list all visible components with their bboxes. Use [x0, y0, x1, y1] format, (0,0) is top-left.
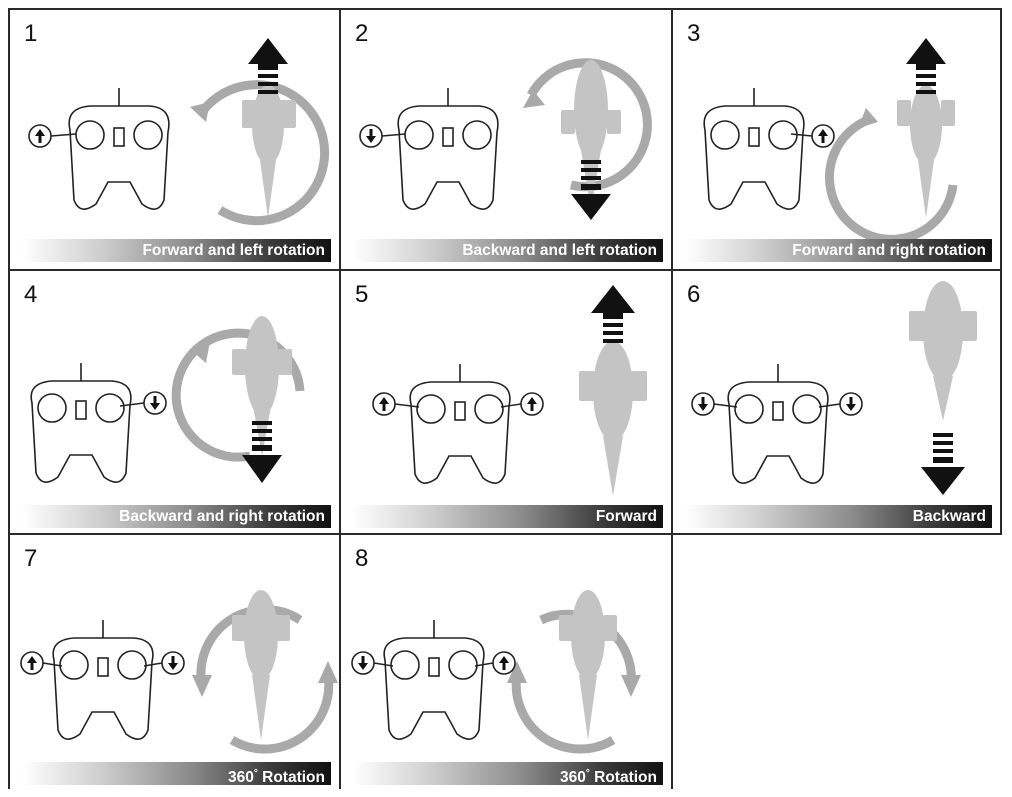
- panel-caption: Backward: [685, 505, 992, 528]
- caption-rest: Rotation: [258, 769, 325, 786]
- panel-caption: Backward and left rotation: [353, 239, 663, 262]
- down-arrow-icon: [120, 392, 166, 414]
- remote-controller-icon: [704, 88, 804, 209]
- panel-caption: Forward: [353, 505, 663, 528]
- panel-art: [10, 10, 339, 269]
- remote-controller-icon: [728, 364, 828, 483]
- remote-controller-icon: [398, 88, 498, 209]
- panel-1: 1: [10, 10, 339, 269]
- caption-main: 360: [228, 769, 254, 786]
- animal-toy-icon: [242, 85, 296, 218]
- panel-6: 6: [673, 271, 1000, 533]
- up-arrow-icon: [21, 652, 62, 674]
- panel-2: 2: [341, 10, 671, 269]
- panel-8: 8: [341, 535, 671, 789]
- panel-caption: Forward and right rotation: [685, 239, 992, 262]
- direction-arrow-icon: [921, 433, 965, 495]
- panel-caption: 360° Rotation: [353, 762, 663, 785]
- panel-caption: 360° Rotation: [22, 762, 331, 785]
- up-arrow-icon: [501, 393, 543, 415]
- caption-rest: Rotation: [590, 769, 657, 786]
- panel-art: [341, 10, 671, 269]
- panel-5: 5: [341, 271, 671, 533]
- grid-line: [1000, 8, 1002, 535]
- down-arrow-icon: [352, 652, 393, 674]
- up-arrow-icon: [475, 652, 515, 674]
- animal-toy-icon: [909, 281, 977, 421]
- panel-art: [10, 271, 339, 533]
- remote-controller-icon: [31, 363, 131, 482]
- down-arrow-icon: [144, 652, 184, 674]
- remote-controller-icon: [53, 620, 153, 739]
- down-arrow-icon: [819, 393, 862, 415]
- panel-art: [673, 10, 1000, 269]
- panel-art: [341, 271, 671, 533]
- direction-arrow-icon: [591, 285, 635, 343]
- panel-caption: Forward and left rotation: [22, 239, 331, 262]
- remote-controller-icon: [410, 364, 510, 483]
- remote-controller-icon: [69, 88, 169, 209]
- panel-7: 7: [10, 535, 339, 789]
- panel-art: [673, 271, 1000, 533]
- panel-3: 3: [673, 10, 1000, 269]
- caption-main: 360: [560, 769, 586, 786]
- panel-art: [341, 535, 671, 789]
- panel-art: [10, 535, 339, 789]
- direction-arrow-icon: [906, 38, 946, 94]
- panel-caption: Backward and right rotation: [22, 505, 331, 528]
- animal-toy-icon: [579, 341, 647, 496]
- remote-controller-icon: [384, 620, 484, 739]
- panel-4: 4: [10, 271, 339, 533]
- down-arrow-icon: [692, 393, 737, 415]
- instruction-grid: 1: [8, 8, 1002, 789]
